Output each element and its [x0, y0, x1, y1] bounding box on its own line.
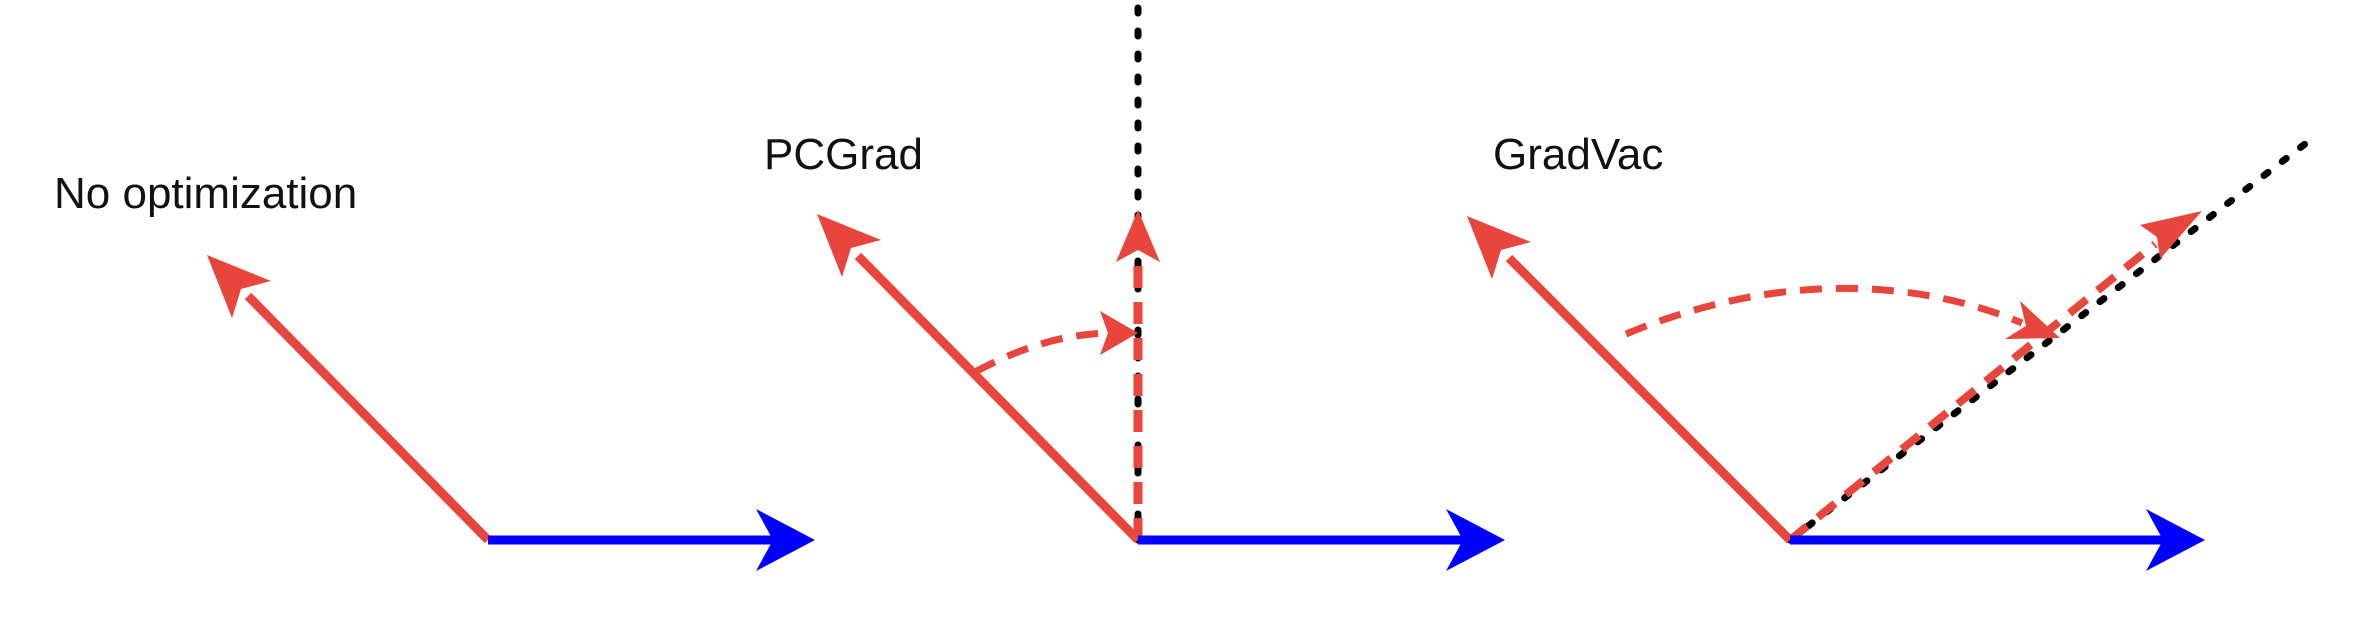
panel-title-pcgrad: PCGrad	[764, 130, 923, 179]
projected-gradient-arrowhead	[1116, 210, 1160, 262]
panel-title-gradvac: GradVac	[1493, 130, 1663, 179]
panel-title-no-optimization: No optimization	[54, 169, 357, 218]
blue-arrowhead	[756, 509, 815, 571]
blue-arrowhead	[2146, 509, 2205, 571]
red-gradient-arrow	[1467, 216, 1794, 544]
target-direction-guide	[1786, 130, 2322, 544]
red-gradient-arrow	[817, 214, 1142, 544]
blue-gradient-arrow	[488, 509, 815, 571]
blue-gradient-arrow	[1138, 509, 1505, 571]
projection-curve-arrow	[973, 329, 1107, 376]
red-arrowhead	[817, 214, 881, 277]
blue-gradient-arrow	[1790, 509, 2205, 571]
red-gradient-arrow	[207, 255, 492, 544]
panel-pcgrad: PCGrad	[764, 4, 1505, 571]
projection-curve-arrowhead	[1100, 311, 1138, 355]
red-arrowhead	[207, 255, 271, 318]
adjusted-gradient-arrowhead	[2140, 211, 2202, 259]
blue-arrowhead	[1446, 509, 1505, 571]
red-arrowhead	[1467, 216, 1531, 279]
rotation-curve-arrow	[1624, 284, 2024, 338]
panel-no-optimization: No optimization	[54, 169, 815, 571]
panel-gradvac: GradVac	[1467, 130, 2322, 571]
adjusted-gradient-dashed	[1787, 240, 2158, 544]
